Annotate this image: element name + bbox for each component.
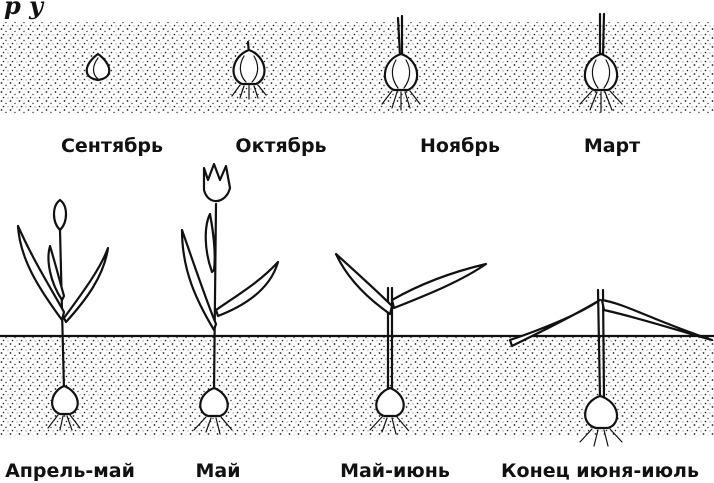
label-september: Сентябрь [61, 135, 163, 157]
label-april-may: Апрель-май [5, 460, 135, 482]
title-fragment: р у [4, 0, 45, 20]
label-may: Май [195, 460, 240, 482]
label-may-june: Май-июнь [340, 460, 450, 482]
label-october: Октябрь [235, 135, 326, 157]
label-march: Март [584, 135, 640, 157]
label-november: Ноябрь [420, 135, 500, 157]
label-end-june-july: Конец июня-июль [501, 460, 699, 482]
